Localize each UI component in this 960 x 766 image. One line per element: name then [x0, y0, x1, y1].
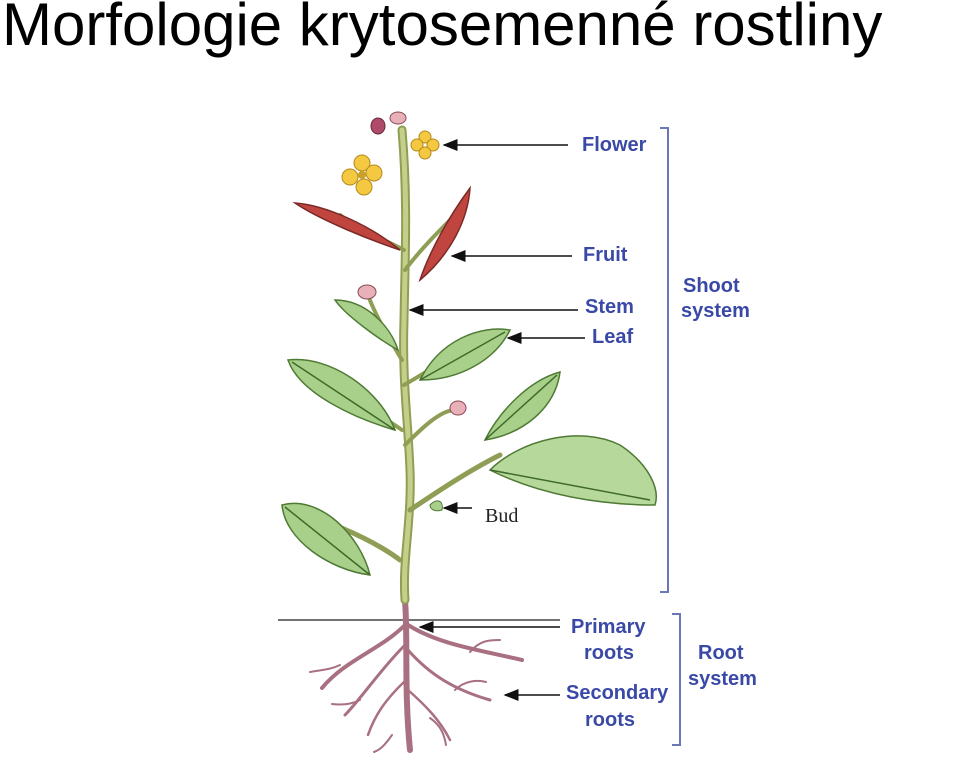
root-system-drawing — [309, 597, 524, 753]
shoot-system-bracket — [660, 127, 669, 593]
bud-drawing — [429, 500, 443, 512]
label-fruit: Fruit — [583, 244, 628, 266]
label-shoot-system-line2: system — [681, 300, 750, 322]
page-title: Morfologie krytosemenné rostliny — [2, 0, 883, 58]
flowers-drawing — [341, 111, 467, 416]
pointer-arrows — [408, 139, 585, 701]
root-system-bracket — [672, 613, 681, 746]
label-secondary-roots-line1: Secondary — [566, 682, 669, 704]
label-secondary-roots-line2: roots — [585, 709, 635, 731]
label-primary-roots-line1: Primary — [571, 616, 646, 638]
leaves-drawing — [281, 299, 657, 576]
label-root-system-line2: system — [688, 668, 757, 690]
leaf-large-right — [488, 435, 657, 506]
label-root-system-line1: Root — [698, 642, 744, 664]
leaf-upper-left — [333, 299, 400, 352]
label-primary-roots-line2: roots — [584, 642, 634, 664]
label-leaf: Leaf — [592, 326, 633, 348]
label-stem: Stem — [585, 296, 634, 318]
label-flower: Flower — [582, 134, 647, 156]
fruits-drawing — [292, 185, 471, 283]
label-bud: Bud — [485, 505, 518, 527]
label-shoot-system-line1: Shoot — [683, 275, 740, 297]
